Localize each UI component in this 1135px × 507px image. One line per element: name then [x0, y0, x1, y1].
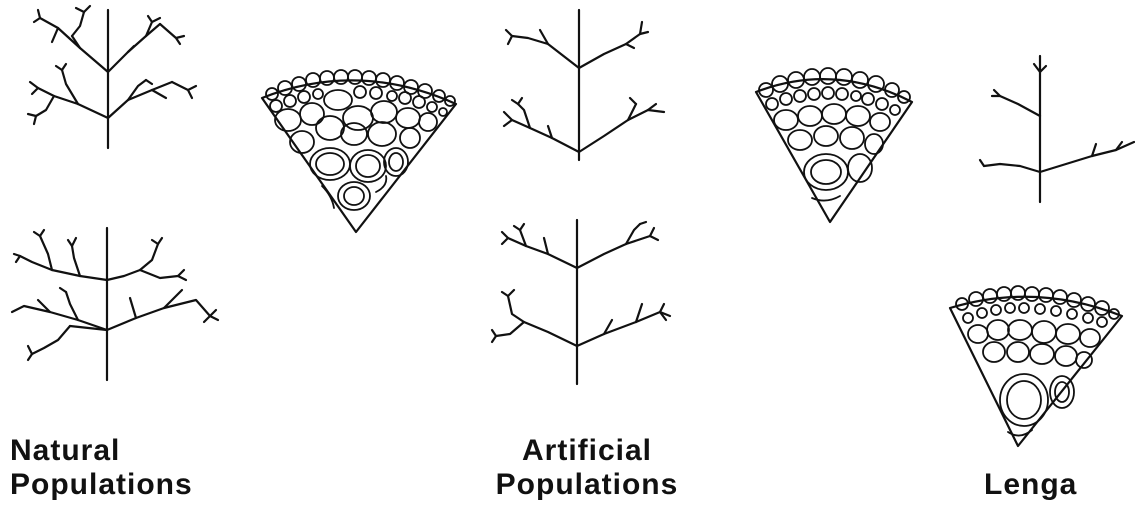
artificial-branch-sketch-bottom: [492, 220, 670, 384]
natural-caption-line1: Natural: [10, 434, 193, 468]
natural-caption-block: Natural Populations: [10, 434, 193, 502]
lenga-caption-line1: Lenga: [984, 468, 1077, 502]
natural-branch-sketch-bottom: [12, 228, 218, 380]
artificial-wood-section: [756, 68, 912, 222]
lenga-branch-sketch: [980, 56, 1134, 202]
lenga-caption-block: Lenga: [984, 468, 1077, 502]
lenga-wood-section: [950, 286, 1122, 446]
natural-caption-line2: Populations: [10, 468, 193, 502]
artificial-branch-sketch-top: [504, 10, 664, 160]
artificial-caption-block: Artificial Populations: [482, 434, 692, 502]
artificial-caption-line1: Artificial: [482, 434, 692, 468]
artificial-caption-line2: Populations: [482, 468, 692, 502]
natural-branch-sketch-top: [28, 6, 196, 148]
natural-wood-section: [262, 70, 456, 232]
